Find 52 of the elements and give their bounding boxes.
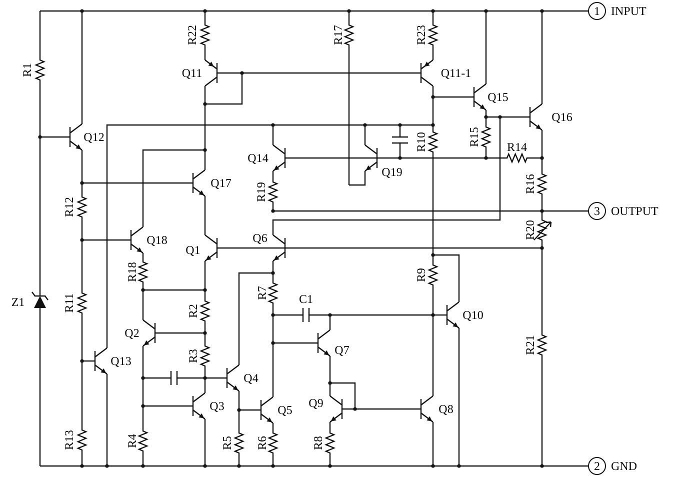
component-label: R8 [312,436,324,450]
component-label: Q11-1 [440,67,472,79]
lead-wire [552,210,588,212]
component-label: R21 [524,335,536,355]
component-label: R4 [126,434,138,448]
component-label: R6 [256,436,268,450]
component-label: Q2 [124,327,140,339]
component-label: Q4 [244,372,258,384]
component-label: Z1 [11,296,25,308]
component-label: C1 [299,293,313,305]
circuit-schematic-drawing [32,10,552,467]
component-label: R7 [256,286,268,300]
component-label: Q5 [278,404,292,416]
component-label: R19 [255,182,267,202]
component-label: Q12 [84,131,104,143]
component-label: Q15 [488,91,508,103]
lead-wire [552,10,588,12]
component-label: R10 [415,132,427,152]
component-label: Q19 [382,166,402,178]
pin-name: GND [611,460,637,472]
component-label: Q9 [308,397,324,409]
component-label: R20 [524,220,536,240]
component-label: Q16 [552,111,572,123]
component-label: R2 [187,304,199,318]
component-label: R11 [63,293,75,313]
component-label: R15 [468,127,480,147]
component-label: Q11 [182,67,202,79]
component-label: R3 [187,349,199,363]
pin-name: OUTPUT [611,205,658,217]
component-label: R9 [415,268,427,282]
component-label: Q13 [110,355,132,367]
component-label: Q8 [438,403,454,415]
component-label: Q10 [462,309,484,321]
component-label: R5 [221,436,233,450]
component-label: R23 [415,25,427,45]
component-label: Q17 [210,177,232,189]
component-label: Q14 [248,152,268,164]
component-label: Q18 [146,234,168,246]
component-label: R1 [21,63,33,77]
component-label: R18 [126,262,138,282]
pin-name: INPUT [611,5,646,17]
component-label: Q7 [334,344,350,356]
component-label: Q3 [210,400,224,412]
component-label: R13 [63,430,75,450]
component-label: Q6 [252,232,268,244]
component-label: R17 [332,25,344,45]
component-label: R22 [186,25,198,45]
lead-wire [552,465,588,467]
component-label: R14 [507,141,527,153]
component-label: R12 [63,197,75,217]
component-label: R16 [524,174,536,194]
component-label: Q1 [186,244,200,256]
